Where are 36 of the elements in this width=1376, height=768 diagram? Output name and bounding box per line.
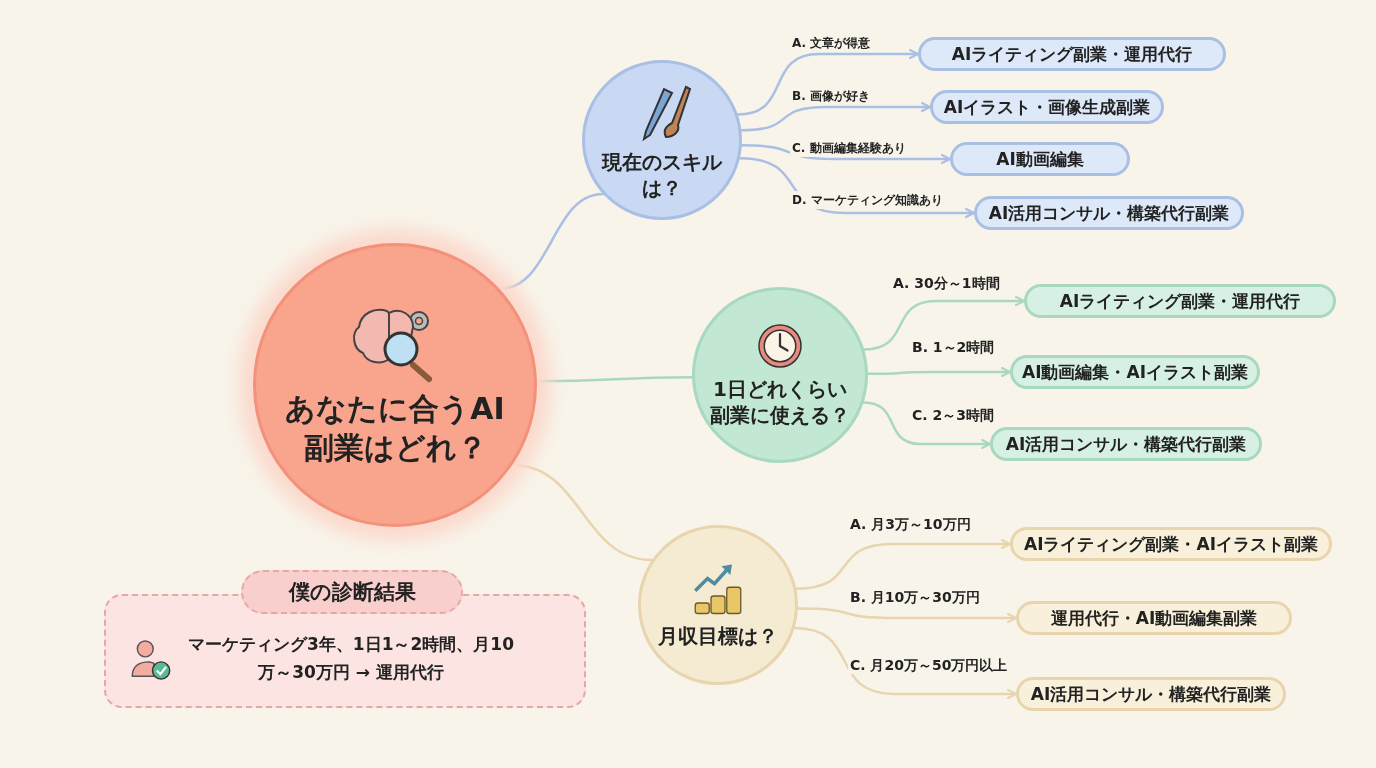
arrow — [740, 102, 932, 132]
arrow — [796, 607, 1018, 623]
arrow — [740, 144, 952, 164]
edge-label: A. 文章が得意 — [790, 34, 873, 52]
topic-text: あなたに合うAI副業はどれ？ — [284, 390, 506, 467]
branch-line — [535, 376, 694, 383]
arrow — [793, 626, 1018, 699]
result-text: マーケティング3年、1日1～2時間、月10万～30万円 → 運用代行 — [187, 633, 515, 684]
arrow — [862, 401, 992, 449]
edge-label: A. 30分～1時間 — [891, 274, 1002, 292]
answer-pill: AIライティング副業・AIイラスト副業 — [1010, 527, 1332, 561]
question-text: 1日どれくらい副業に使える？ — [710, 376, 850, 428]
arrow — [866, 367, 1012, 377]
edge-label: B. 月10万～30万円 — [848, 588, 982, 606]
answer-pill: AI活用コンサル・構築代行副業 — [1016, 677, 1286, 711]
arrow — [736, 49, 920, 116]
answer-pill: AI活用コンサル・構築代行副業 — [974, 196, 1244, 230]
answer-pill: AIライティング副業・運用代行 — [1024, 284, 1336, 318]
answer-pill: AIイラスト・画像生成副業 — [930, 90, 1164, 124]
branch-line — [498, 192, 605, 291]
answer-pill: AIライティング副業・運用代行 — [918, 37, 1226, 71]
question-text: 現在のスキルは？ — [600, 149, 724, 201]
branch-line — [511, 463, 654, 562]
answer-pill: AI動画編集・AIイラスト副業 — [1010, 355, 1260, 389]
arrow — [862, 296, 1026, 351]
answer-pill: AI動画編集 — [950, 142, 1130, 176]
arrow — [795, 539, 1012, 590]
question-text: 月収目標は？ — [657, 623, 779, 649]
arrow — [738, 157, 976, 218]
answer-pill: AI活用コンサル・構築代行副業 — [990, 427, 1262, 461]
edge-label: A. 月3万～10万円 — [848, 515, 973, 533]
result-heading: 僕の診断結果 — [241, 570, 463, 614]
edge-label: B. 1～2時間 — [910, 338, 997, 356]
edge-label: C. 2～3時間 — [910, 406, 996, 424]
answer-pill: 運用代行・AI動画編集副業 — [1016, 601, 1292, 635]
edge-label: C. 月20万～50万円以上 — [848, 656, 1010, 674]
